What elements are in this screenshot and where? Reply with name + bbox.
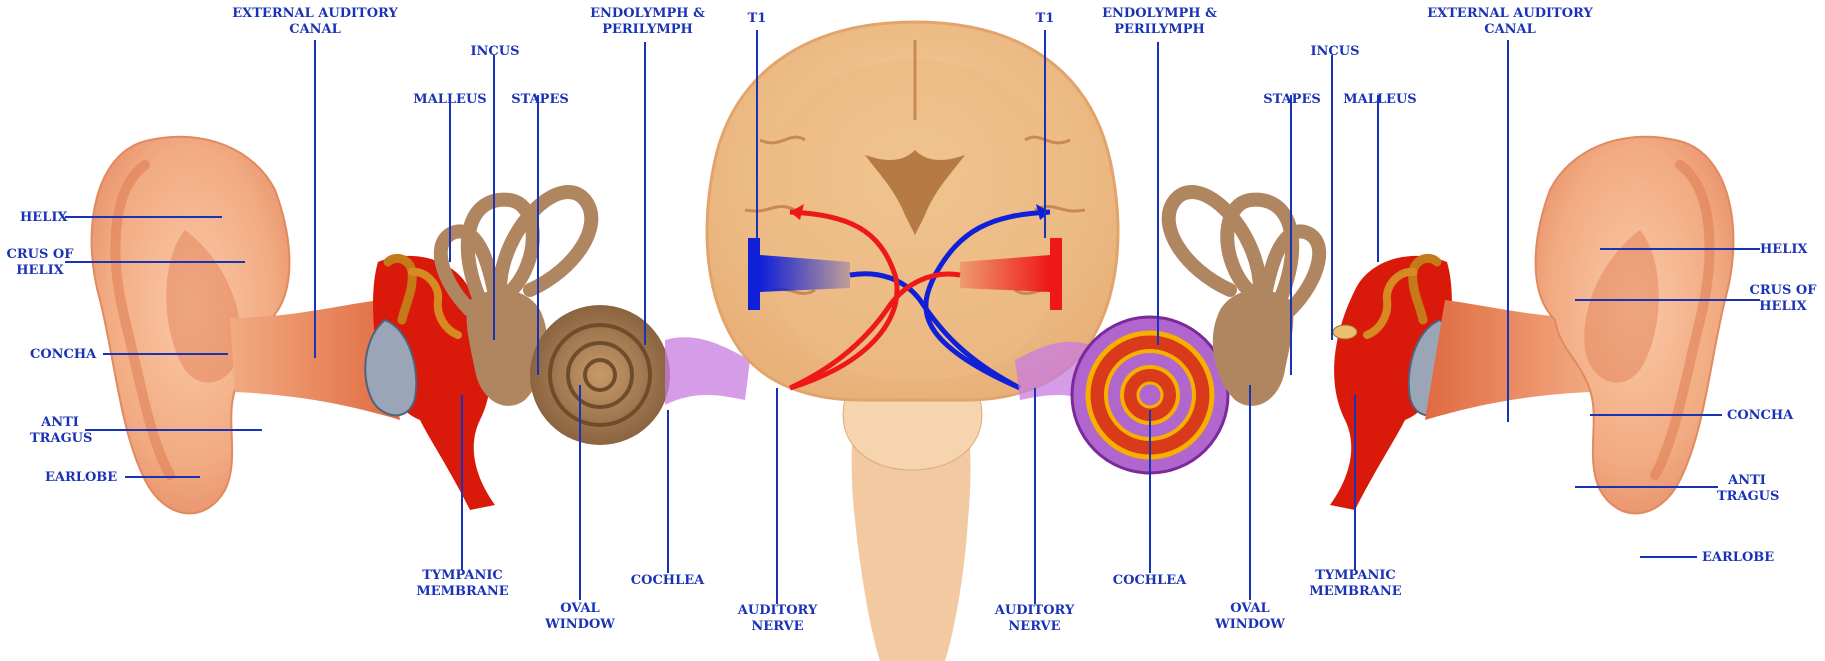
label-left-malleus: MALLEUS <box>405 92 495 108</box>
label-right-oval-window: OVAL WINDOW <box>1210 601 1290 633</box>
label-left-earlobe: EARLOBE <box>45 470 117 486</box>
label-right-incus: INCUS <box>1295 44 1375 60</box>
label-left-oval-window: OVAL WINDOW <box>540 601 620 633</box>
left-outer-ear <box>92 137 400 514</box>
label-right-t1: T1 <box>1028 11 1062 27</box>
brain-coronal-section <box>707 22 1118 661</box>
label-left-crus-of-helix: CRUS OF HELIX <box>2 247 78 279</box>
label-left-external-auditory-canal: EXTERNAL AUDITORY CANAL <box>210 6 420 38</box>
right-semicircular-canals <box>1169 192 1319 310</box>
label-right-crus-of-helix: CRUS OF HELIX <box>1745 283 1821 315</box>
label-right-helix: HELIX <box>1760 242 1808 258</box>
label-left-concha: CONCHA <box>30 347 96 363</box>
label-right-external-auditory-canal: EXTERNAL AUDITORY CANAL <box>1405 6 1615 38</box>
label-left-incus: INCUS <box>455 44 535 60</box>
right-outer-ear <box>1425 137 1733 514</box>
label-right-concha: CONCHA <box>1727 408 1793 424</box>
right-cochlea-apex <box>1138 383 1162 407</box>
label-left-anti-tragus: ANTI TRAGUS <box>30 415 90 447</box>
label-left-t1: T1 <box>740 11 774 27</box>
label-right-tympanic-membrane: TYMPANIC MEMBRANE <box>1298 568 1413 600</box>
label-right-earlobe: EARLOBE <box>1702 550 1774 566</box>
left-inner-ear <box>441 192 750 445</box>
label-right-anti-tragus: ANTI TRAGUS <box>1717 473 1777 505</box>
label-left-stapes: STAPES <box>500 92 580 108</box>
label-left-endolymph-perilymph: ENDOLYMPH & PERILYMPH <box>580 6 715 38</box>
label-right-stapes: STAPES <box>1252 92 1332 108</box>
right-red-bar <box>1050 238 1062 310</box>
label-right-malleus: MALLEUS <box>1335 92 1425 108</box>
label-right-endolymph-perilymph: ENDOLYMPH & PERILYMPH <box>1092 6 1227 38</box>
left-blue-bar <box>748 238 760 310</box>
label-left-helix: HELIX <box>20 210 68 226</box>
label-left-tympanic-membrane: TYMPANIC MEMBRANE <box>405 568 520 600</box>
label-left-cochlea: COCHLEA <box>620 573 715 589</box>
right-stapes-shape <box>1333 325 1357 339</box>
label-right-cochlea: COCHLEA <box>1102 573 1197 589</box>
label-left-auditory-nerve: AUDITORY NERVE <box>725 603 830 635</box>
label-right-auditory-nerve: AUDITORY NERVE <box>982 603 1087 635</box>
